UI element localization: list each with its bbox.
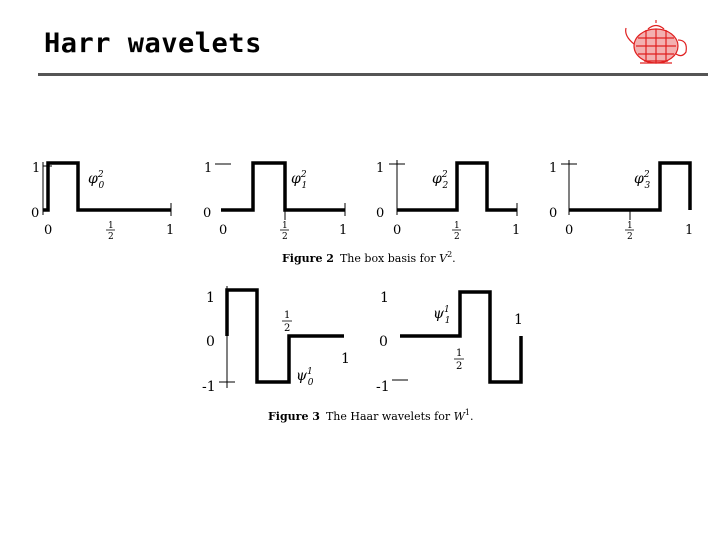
x-label-start: 0 bbox=[393, 223, 401, 238]
y-label-zero: 0 bbox=[206, 334, 215, 350]
x-label-half-num: 1 bbox=[284, 310, 290, 321]
y-label-high: 1 bbox=[380, 290, 389, 306]
x-label-start: 0 bbox=[219, 223, 227, 238]
x-label-start: 0 bbox=[565, 223, 573, 238]
x-label-half-den: 2 bbox=[456, 361, 462, 372]
y-label-high: 1 bbox=[376, 161, 384, 176]
wavelet-curve bbox=[400, 290, 523, 384]
x-label-half-den: 2 bbox=[454, 232, 460, 242]
teapot-logo bbox=[625, 20, 687, 64]
x-label-half-den: 2 bbox=[627, 232, 633, 242]
basis-curve bbox=[43, 161, 171, 212]
y-label-low: 0 bbox=[549, 206, 557, 221]
y-label-low: 0 bbox=[376, 206, 384, 221]
x-label-start: 0 bbox=[44, 223, 52, 238]
x-label-half-num: 1 bbox=[108, 221, 114, 231]
x-label-end: 1 bbox=[512, 223, 520, 238]
x-label-end: 1 bbox=[166, 223, 174, 238]
x-label-end: 1 bbox=[685, 223, 693, 238]
y-label-low: 0 bbox=[31, 206, 39, 221]
y-label-zero: 0 bbox=[379, 334, 388, 350]
basis-curve bbox=[397, 161, 517, 212]
title-rule bbox=[38, 73, 708, 76]
y-label-low: -1 bbox=[376, 379, 390, 395]
x-label-end: 1 bbox=[341, 351, 350, 367]
slide-title: Harr wavelets bbox=[44, 28, 262, 59]
x-label-half-num: 1 bbox=[456, 348, 462, 359]
x-label-end: 1 bbox=[339, 223, 347, 238]
x-label-end: 1 bbox=[514, 312, 523, 328]
x-label-half-den: 2 bbox=[284, 323, 290, 334]
y-label-high: 1 bbox=[32, 161, 40, 176]
y-label-high: 1 bbox=[206, 290, 215, 306]
y-label-high: 1 bbox=[204, 161, 212, 176]
y-label-high: 1 bbox=[549, 161, 557, 176]
x-label-half-num: 1 bbox=[282, 221, 288, 231]
basis-curve bbox=[569, 161, 692, 212]
basis-curve bbox=[221, 161, 345, 212]
wavelet-curve bbox=[225, 288, 344, 384]
y-label-low: -1 bbox=[202, 379, 216, 395]
x-label-half-den: 2 bbox=[108, 232, 114, 242]
x-label-half-num: 1 bbox=[454, 221, 460, 231]
x-label-half-num: 1 bbox=[627, 221, 633, 231]
y-label-low: 0 bbox=[203, 206, 211, 221]
x-label-half-den: 2 bbox=[282, 232, 288, 242]
